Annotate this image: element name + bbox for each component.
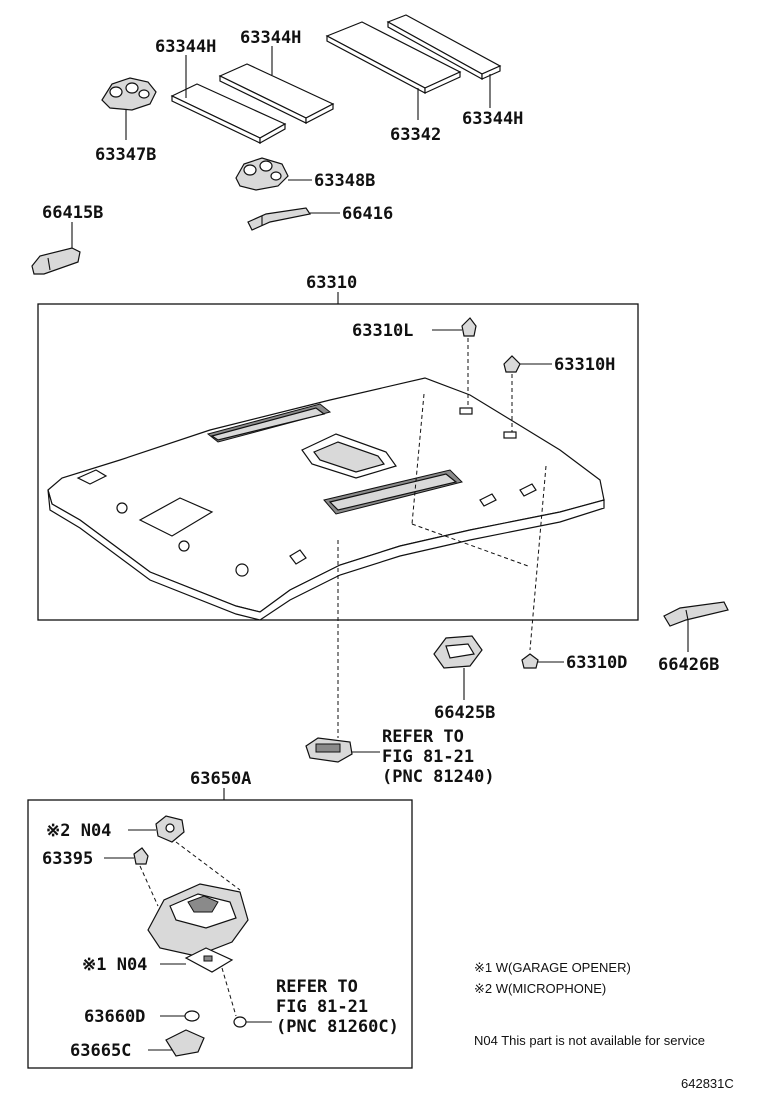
label-63395: 63395	[42, 849, 93, 869]
label-63348b: 63348B	[314, 171, 375, 191]
part-66426b[interactable]	[663, 601, 729, 627]
label-66415b: 66415B	[42, 203, 103, 223]
label-n04-mark2: ※2 N04	[46, 821, 111, 841]
pad-63342[interactable]	[325, 21, 462, 94]
part-66425b[interactable]	[433, 635, 483, 669]
refer-upper-line2: FIG 81-21	[382, 747, 474, 767]
part-63665c[interactable]	[165, 1029, 205, 1057]
clip-63310d[interactable]	[521, 653, 539, 669]
clip-63310l[interactable]	[461, 317, 477, 337]
label-63650a: 63650A	[190, 769, 251, 789]
part-n04-microphone[interactable]	[155, 815, 185, 843]
label-66425b: 66425B	[434, 703, 495, 723]
part-lamp-upper[interactable]	[305, 737, 353, 763]
clip-63310h[interactable]	[503, 355, 521, 373]
part-bulb-lower[interactable]	[233, 1016, 247, 1028]
label-63344h-a: 63344H	[155, 37, 216, 57]
part-66416[interactable]	[247, 207, 311, 231]
part-66415b[interactable]	[31, 247, 81, 275]
pad-63344h-middle[interactable]	[218, 63, 335, 124]
note-n04-unavailable: N04 This part is not available for servi…	[474, 1033, 705, 1048]
figure-code: 642831C	[681, 1076, 734, 1091]
label-63344h-b: 63344H	[240, 28, 301, 48]
label-63310h: 63310H	[554, 355, 615, 375]
part-63347b[interactable]	[101, 77, 157, 111]
note-garage-opener: ※1 W(GARAGE OPENER)	[474, 960, 631, 975]
label-66426b: 66426B	[658, 655, 719, 675]
label-66416: 66416	[342, 204, 393, 224]
refer-upper-line3: (PNC 81240)	[382, 767, 495, 787]
label-63660d: 63660D	[84, 1007, 145, 1027]
label-63310: 63310	[306, 273, 357, 293]
part-n04-board[interactable]	[184, 947, 234, 973]
label-63665c: 63665C	[70, 1041, 131, 1061]
part-63348b[interactable]	[235, 157, 289, 191]
pad-63344h-right[interactable]	[386, 14, 502, 81]
headliner-63310[interactable]	[47, 377, 605, 621]
label-63344h-c: 63344H	[462, 109, 523, 129]
part-63660d[interactable]	[184, 1010, 200, 1022]
pad-63344h-left[interactable]	[170, 83, 287, 145]
label-n04-mark1: ※1 N04	[82, 955, 147, 975]
refer-lower-line3: (PNC 81260C)	[276, 1017, 399, 1037]
refer-lower-line1: REFER TO	[276, 977, 358, 997]
refer-lower-line2: FIG 81-21	[276, 997, 368, 1017]
note-microphone: ※2 W(MICROPHONE)	[474, 981, 606, 996]
label-63347b: 63347B	[95, 145, 156, 165]
clip-63395[interactable]	[133, 847, 149, 865]
label-63310d: 63310D	[566, 653, 627, 673]
refer-upper-line1: REFER TO	[382, 727, 464, 747]
label-63310l: 63310L	[352, 321, 413, 341]
label-63342: 63342	[390, 125, 441, 145]
part-overhead-console[interactable]	[147, 883, 249, 957]
console-box	[27, 799, 413, 1069]
